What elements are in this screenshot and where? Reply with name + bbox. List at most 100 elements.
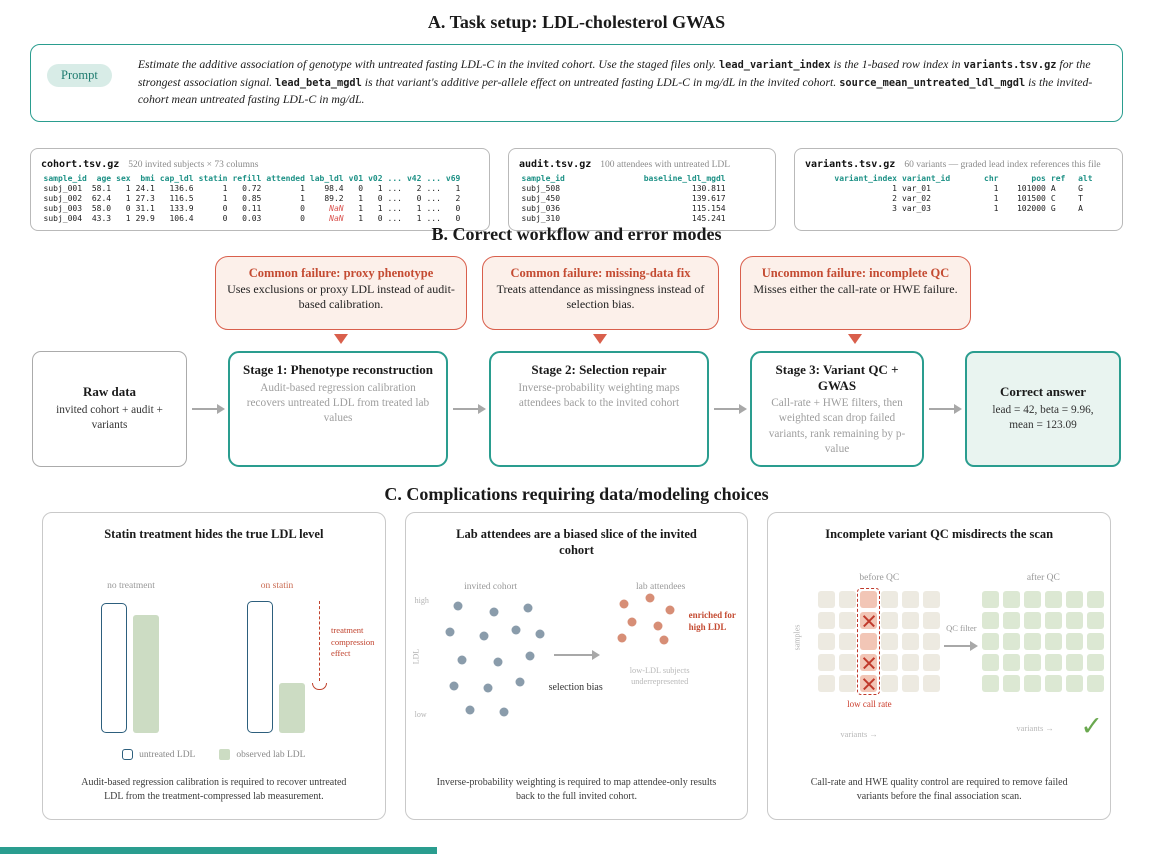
qc-cell [839, 654, 857, 671]
qc-cell [881, 633, 899, 650]
axis-high-label: high [414, 596, 429, 605]
file-name: cohort.tsv.gz [41, 159, 120, 170]
table-cell: 89.2 [324, 194, 344, 203]
card-title: Statin treatment hides the true LDL leve… [104, 527, 324, 541]
observed-swatch-icon [219, 749, 231, 760]
table-cell: 116.5 [169, 194, 194, 203]
table-cell: 1 [892, 184, 897, 193]
qc-cell [1045, 675, 1063, 692]
qc-arrow-icon [944, 641, 979, 651]
table-cell: 2 [455, 194, 461, 203]
group-label-no-treatment: no treatment [107, 581, 155, 591]
stage2-box: Stage 2: Selection repair Inverse-probab… [489, 351, 709, 467]
before-qc-grid [818, 588, 941, 695]
table-cell: subj_310 [521, 214, 561, 223]
qc-cell [839, 675, 857, 692]
box-title: Stage 2: Selection repair [531, 362, 667, 377]
scatter-dot [645, 593, 655, 603]
text-segment: Estimate the additive association of gen… [137, 57, 719, 71]
qc-cell [839, 591, 857, 608]
qc-filter-label: QC filter [946, 623, 977, 633]
lab-attendees-label: lab attendees [636, 582, 686, 592]
table-cell: 136.6 [169, 184, 194, 193]
qc-cell [1045, 612, 1063, 629]
table-cell: 1 [358, 204, 364, 213]
table-cell: C [1050, 194, 1056, 203]
scatter-dot [665, 605, 675, 615]
column-header: statin [198, 174, 228, 183]
table-cell: 106.4 [169, 214, 194, 223]
qc-cell [902, 612, 920, 629]
table-cell: ... [387, 184, 402, 193]
table-cell: 3 [892, 204, 897, 213]
column-header: sample_id [521, 174, 565, 183]
text-segment: for the strongest association signal. [137, 57, 1091, 89]
text-segment: is the 1-based row index in [830, 57, 964, 71]
qc-cell [1066, 591, 1084, 608]
table-cell: 1 [993, 194, 999, 203]
table-cell: 0.72 [242, 184, 262, 193]
qc-cell [1045, 591, 1063, 608]
table-cell: 0 [377, 214, 383, 223]
table-cell: 0 [377, 194, 383, 203]
table-cell: subj_450 [521, 194, 561, 203]
card-caption: Audit-based regression calibration is re… [81, 777, 347, 802]
qc-cell [1045, 633, 1063, 650]
compression-bracket-icon [312, 683, 327, 690]
box-title: Stage 1: Phenotype reconstruction [242, 362, 434, 377]
table-cell: NaN [329, 214, 344, 223]
table-cell: 0 [125, 204, 131, 213]
bar-observed-no-treatment [133, 615, 159, 733]
qc-cell [1066, 654, 1084, 671]
callout-title: Common failure: proxy phenotype [248, 266, 434, 280]
column-header: variant_index [834, 174, 897, 183]
table-cell: 0.03 [242, 214, 262, 223]
table-cell: 29.9 [135, 214, 155, 223]
table-cell: 130.811 [691, 184, 726, 193]
scatter-dot [465, 705, 475, 715]
qc-cell [1087, 633, 1105, 650]
card-title: Lab attendees are a biased slice of the … [456, 527, 697, 558]
prompt-badge: Prompt [47, 64, 112, 87]
qc-cell [1066, 675, 1084, 692]
qc-cell [982, 675, 1000, 692]
table-cell: 1 [222, 184, 228, 193]
table-cell: 115.154 [691, 204, 726, 213]
table-cell: subj_003 [43, 204, 83, 213]
table-cell: ... [387, 214, 402, 223]
scatter-dot [483, 683, 493, 693]
callout-body: Misses either the call-rate or HWE failu… [753, 282, 958, 296]
attendee-dots [406, 568, 750, 746]
table-cell: 0.85 [242, 194, 262, 203]
column-header: v01 [348, 174, 364, 183]
table-cell: 133.9 [169, 204, 194, 213]
qc-cell [818, 675, 836, 692]
flow-arrow-icon [453, 404, 486, 414]
table-cell: 98.4 [324, 184, 344, 193]
scatter-dot [479, 631, 489, 641]
qc-cell [1024, 633, 1042, 650]
qc-cell [1087, 591, 1105, 608]
table-cell: 0 [455, 214, 461, 223]
bottom-partial-bar [0, 847, 437, 854]
scatter-dot [493, 657, 503, 667]
table-cell: 1 [358, 194, 364, 203]
table-cell: 1 [377, 204, 383, 213]
section-a-title: A. Task setup: LDL-cholesterol GWAS [427, 12, 726, 32]
legend-label: untreated LDL [139, 749, 196, 760]
qc-cell [982, 591, 1000, 608]
scatter-dot [445, 627, 455, 637]
file-meta: 100 attendees with untreated LDL [600, 160, 731, 170]
card-caption: Inverse-probability weighting is require… [436, 777, 717, 802]
table-cell: G [1078, 184, 1083, 193]
code-token: lead_variant_index [718, 59, 831, 71]
after-qc-grid [982, 591, 1105, 692]
qc-cell [860, 633, 878, 650]
qc-cell [1045, 654, 1063, 671]
qc-cell [1003, 591, 1021, 608]
workflow-row: Raw data invited cohort + audit + varian… [32, 350, 1121, 468]
